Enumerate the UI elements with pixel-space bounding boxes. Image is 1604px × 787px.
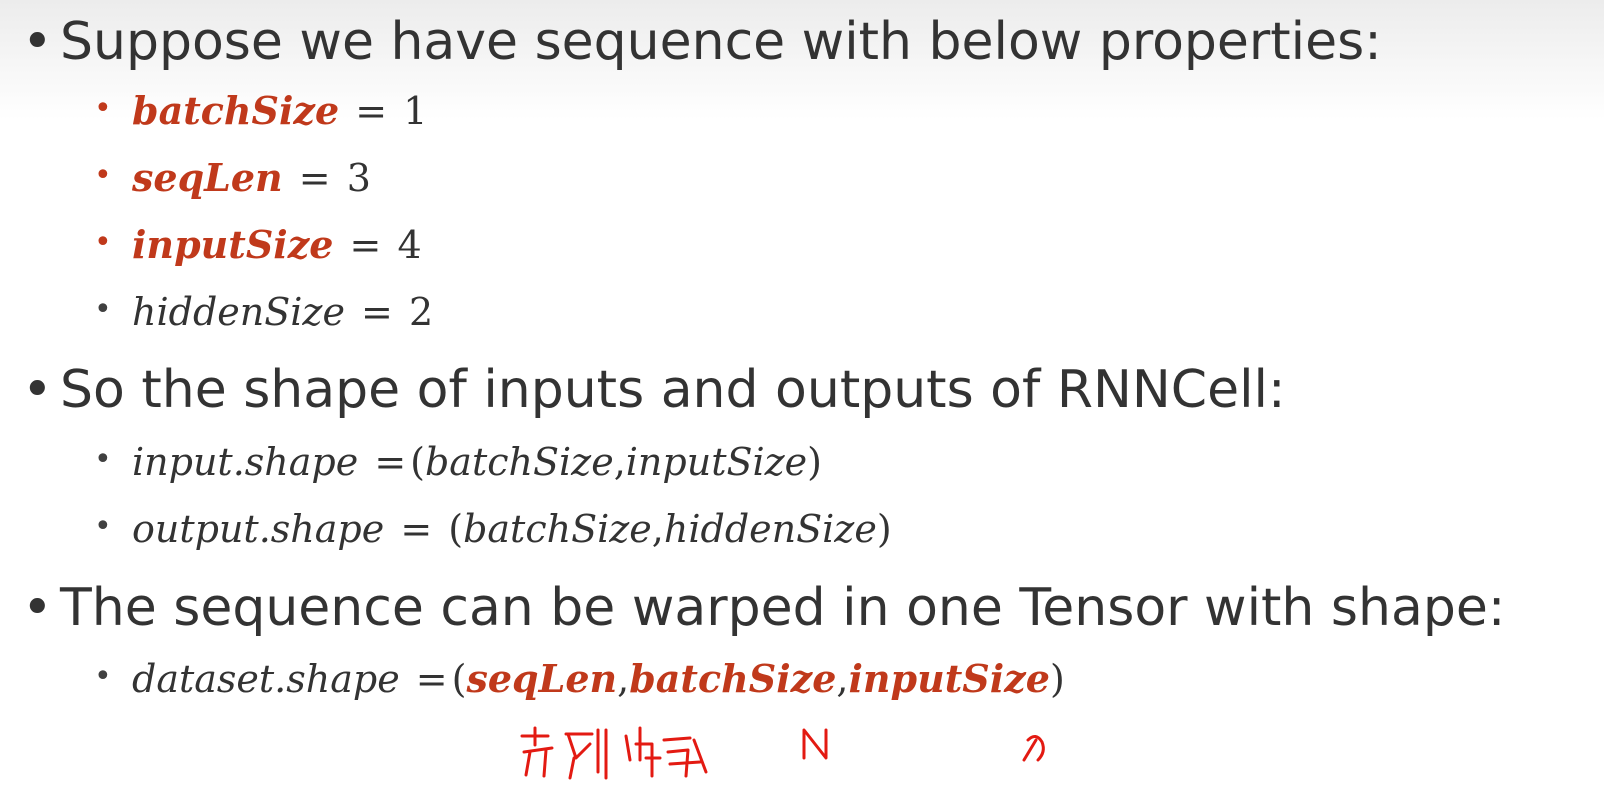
property-name: batchSize <box>132 88 340 133</box>
formula-arg: hiddenSize <box>663 507 877 551</box>
equals-sign: = <box>355 89 388 133</box>
property-value: 2 <box>408 290 434 334</box>
paren-open: ( <box>451 657 467 701</box>
paren-close: ) <box>1049 657 1065 701</box>
formula-input-shape: • input.shape =(batchSize,inputSize) <box>94 439 822 485</box>
equals-sign: = <box>415 657 448 701</box>
equals-sign: = <box>298 156 331 200</box>
paren-close: ) <box>807 440 822 484</box>
property-hidden-size: • hiddenSize = 2 <box>94 289 434 335</box>
bullet-text: Suppose we have sequence with below prop… <box>60 12 1382 72</box>
bullet-dot-icon: • <box>22 360 53 420</box>
formula-output-shape: • output.shape = (batchSize,hiddenSize) <box>94 506 892 552</box>
formula-lhs: dataset.shape <box>132 657 400 701</box>
property-value: 3 <box>346 156 371 200</box>
formula-lhs: input.shape <box>132 440 359 484</box>
formula-dataset-shape: • dataset.shape =(seqLen,batchSize,input… <box>94 656 1065 702</box>
bullet-text: The sequence can be warped in one Tensor… <box>60 578 1506 638</box>
comma: , <box>617 657 630 701</box>
comma: , <box>651 507 664 551</box>
property-name: seqLen <box>132 155 283 200</box>
formula-arg: inputSize <box>625 440 808 484</box>
equals-sign: = <box>361 290 393 334</box>
bullet-dot-icon: • <box>94 225 112 260</box>
bullet-dot-icon: • <box>94 292 112 327</box>
paren-open: ( <box>448 507 464 551</box>
property-seq-len: • seqLen = 3 <box>94 155 371 201</box>
formula-arg-seq-len: seqLen <box>466 656 618 701</box>
comma: , <box>836 657 849 701</box>
bullet-rnncell-shape: • So the shape of inputs and outputs of … <box>22 360 1286 420</box>
property-input-size: • inputSize = 4 <box>94 222 422 268</box>
bullet-tensor-shape: • The sequence can be warped in one Tens… <box>22 578 1506 638</box>
property-name: hiddenSize <box>132 290 345 334</box>
slide-top-gradient <box>0 0 1604 120</box>
bullet-dot-icon: • <box>22 12 53 72</box>
paren-close: ) <box>876 507 892 551</box>
bullet-dot-icon: • <box>94 509 112 544</box>
equals-sign: = <box>374 440 407 484</box>
paren-open: ( <box>410 440 425 484</box>
formula-arg: batchSize <box>424 440 614 484</box>
comma: , <box>613 440 626 484</box>
bullet-dot-icon: • <box>22 578 53 638</box>
bullet-dot-icon: • <box>94 659 112 694</box>
equals-sign: = <box>400 507 433 551</box>
property-batch-size: • batchSize = 1 <box>94 88 428 134</box>
formula-arg-batch-size: batchSize <box>629 656 837 701</box>
property-name: inputSize <box>132 222 334 267</box>
bullet-text: So the shape of inputs and outputs of RN… <box>60 360 1286 420</box>
bullet-dot-icon: • <box>94 158 112 193</box>
equals-sign: = <box>349 223 382 267</box>
formula-arg-input-size: inputSize <box>848 656 1050 701</box>
bullet-dot-icon: • <box>94 91 112 126</box>
bullet-suppose: • Suppose we have sequence with below pr… <box>22 12 1382 72</box>
property-value: 1 <box>403 89 428 133</box>
property-value: 4 <box>397 223 422 267</box>
formula-lhs: output.shape <box>132 507 385 551</box>
formula-arg: batchSize <box>463 507 652 551</box>
bullet-dot-icon: • <box>94 442 112 477</box>
